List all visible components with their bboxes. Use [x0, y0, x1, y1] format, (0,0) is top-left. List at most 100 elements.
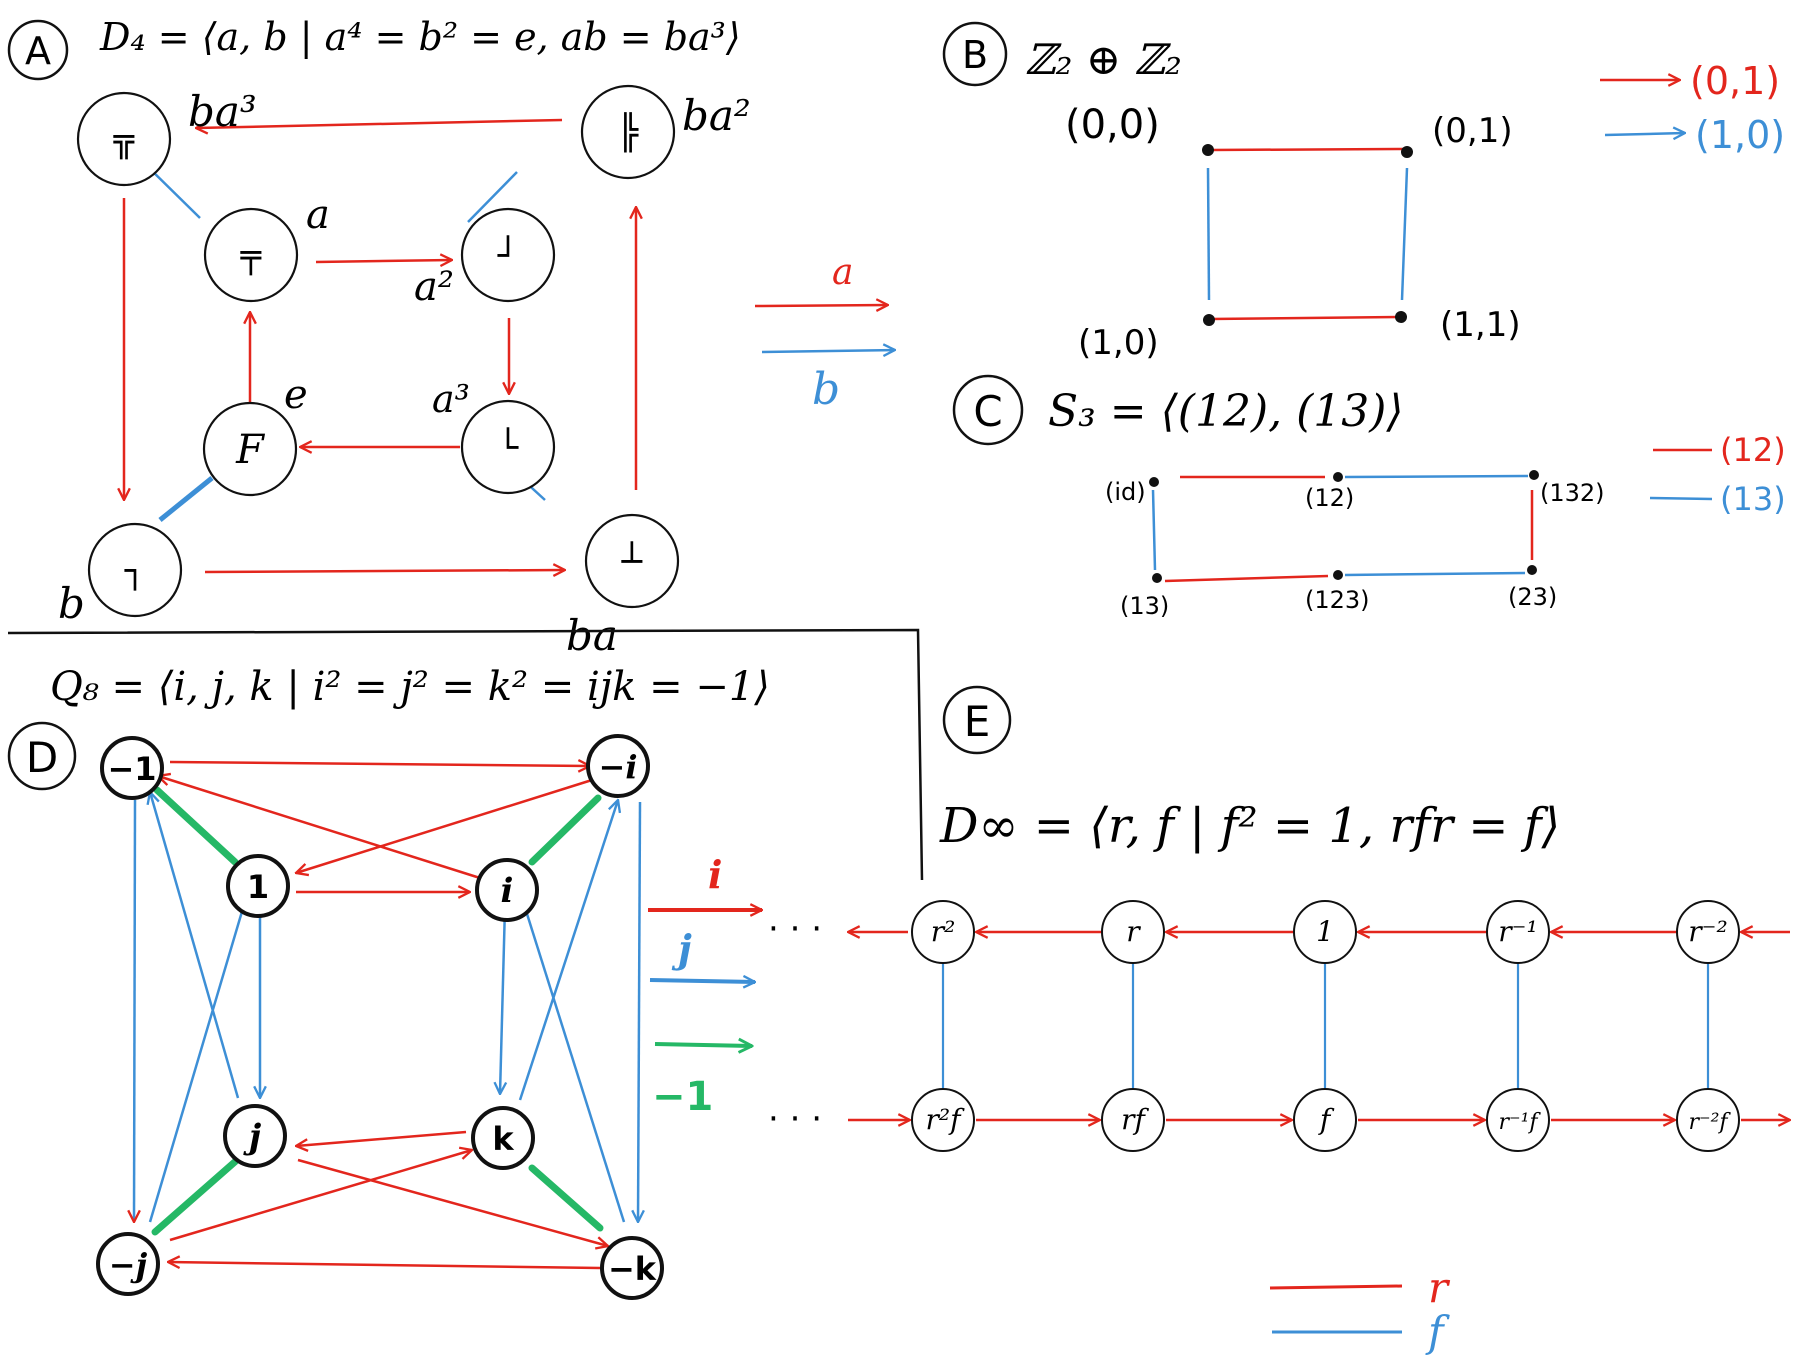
- edge-j-mj: [151, 1156, 241, 1236]
- dinf-node-label: r⁻¹f: [1498, 1110, 1541, 1135]
- node-i-label: i: [501, 871, 514, 911]
- dinf-node-label: rf: [1121, 1103, 1149, 1136]
- edge-123-23: [1344, 571, 1526, 577]
- label-123: (123): [1305, 586, 1370, 614]
- dinf-node-label: r²f: [926, 1103, 966, 1136]
- panel-d-minus1-edges: [151, 786, 604, 1236]
- dot-00: [1202, 144, 1214, 156]
- edge-b-ba: [204, 570, 565, 572]
- node-minus-k-label: −k: [608, 1250, 657, 1288]
- node-a: ╤: [203, 207, 299, 303]
- label-10: (1,0): [1078, 323, 1159, 363]
- label-01: (0,1): [1432, 111, 1513, 151]
- panel-e-title: D∞ = ⟨r, f | f² = 1, rfr = f⟩: [939, 798, 1560, 854]
- node-minus-j: −j: [96, 1232, 160, 1296]
- label-12: (12): [1305, 484, 1354, 512]
- edge-b-e: [158, 476, 214, 522]
- panel-c-legend-blue-line: [1649, 496, 1713, 501]
- panel-d-legend-green-label: −1: [652, 1074, 713, 1120]
- dinf-node-label: r⁻²: [1688, 915, 1727, 948]
- panel-c-label: C: [973, 387, 1002, 436]
- panel-e-legend-blue-label: f: [1425, 1307, 1450, 1356]
- panel-a-label: A: [25, 29, 51, 73]
- edge-00-01: [1209, 147, 1406, 152]
- dinf-node-label: r²: [931, 915, 956, 948]
- panel-a-badge: [7, 19, 69, 81]
- panel-d-badge: [7, 721, 77, 791]
- dinf-node-label: r⁻¹: [1498, 915, 1537, 948]
- dot-12: [1333, 472, 1343, 482]
- edge-ba2-ba3: [196, 118, 563, 128]
- panel-d-title: Q₈ = ⟨i, j, k | i² = j² = k² = ijk = −1⟩: [50, 664, 770, 710]
- panel-c-title: S₃ = ⟨(12), (13)⟩: [1048, 386, 1404, 437]
- node-e: F: [202, 401, 298, 497]
- edge-12-132: [1344, 474, 1529, 479]
- node-b: ┐: [87, 522, 183, 618]
- label-132: (132): [1540, 479, 1605, 507]
- node-k: k: [471, 1106, 535, 1170]
- node-ba: ┴: [584, 513, 680, 609]
- panel-c: C S₃ = ⟨(12), (13)⟩ (id) (12) (132) (13)…: [952, 374, 1786, 620]
- label-a: a: [306, 192, 330, 238]
- edge-id-13: [1151, 489, 1157, 571]
- edge-mj-k: [169, 1150, 472, 1242]
- dot-11: [1395, 311, 1407, 323]
- label-a2: a²: [414, 264, 454, 310]
- panel-a-presentation: D₄ = ⟨a, b | a⁴ = b² = e, ab = ba³⟩: [99, 15, 741, 59]
- edge-01-11: [1400, 167, 1409, 301]
- dot-132: [1529, 470, 1539, 480]
- dinf-node-label: 1: [1316, 915, 1334, 948]
- edge-00-10: [1206, 167, 1211, 301]
- edge-j-mk: [297, 1158, 608, 1246]
- dot-01: [1401, 146, 1413, 158]
- edge-mk-mj: [168, 1262, 601, 1270]
- panel-e: E D∞ = ⟨r, f | f² = 1, rfr = f⟩ · · · · …: [768, 685, 1790, 1356]
- panel-a-legend-red-label: a: [832, 252, 853, 293]
- dinf-node-label: r⁻²f: [1688, 1110, 1731, 1135]
- dinf-node-bottom-1: rf: [1101, 1088, 1165, 1152]
- panel-a-legend-blue-label: b: [812, 364, 840, 415]
- glyph-e: F: [235, 427, 265, 473]
- edge-mi-mk: [638, 801, 640, 1222]
- node-minus-1-label: −1: [107, 750, 156, 788]
- edge-m1-mi: [169, 762, 590, 766]
- dinf-node-bottom-2: f: [1293, 1088, 1357, 1152]
- panel-e-edges: [848, 932, 1790, 1120]
- panel-e-legend-red-line: [1269, 1284, 1403, 1290]
- edge-m1-1: [153, 786, 239, 866]
- label-23: (23): [1508, 583, 1557, 611]
- panel-b-legend-red-label: (0,1): [1690, 59, 1780, 103]
- panel-a: A D₄ = ⟨a, b | a⁴ = b² = e, ab = ba³⟩ ╦: [7, 15, 895, 660]
- node-k-label: k: [492, 1120, 514, 1158]
- edge-ba2-a2: [467, 171, 518, 223]
- label-ba3: ba³: [188, 87, 257, 136]
- panel-c-badge: [952, 374, 1024, 446]
- dot-13: [1152, 573, 1162, 583]
- panel-divider: [7, 628, 924, 881]
- panel-d-legend-red-label: i: [708, 852, 722, 897]
- glyph-a: ╤: [240, 236, 262, 276]
- panel-b-label: B: [962, 33, 988, 77]
- panel-d-legend-blue-arrow: [649, 980, 755, 982]
- dinf-node-top-4: r⁻²: [1676, 900, 1740, 964]
- dinf-node-bottom-4: r⁻²f: [1676, 1088, 1740, 1152]
- panel-a-a-edges: [124, 118, 636, 572]
- dinf-node-top-2: 1: [1293, 900, 1357, 964]
- node-a2: ┘: [460, 207, 556, 303]
- dinf-node-top-0: r²: [911, 900, 975, 964]
- node-one-label: 1: [247, 868, 269, 906]
- panel-d-legend-green-arrow: [654, 1044, 752, 1046]
- edge-m1-mj: [134, 799, 135, 1222]
- panel-b-title: ℤ₂ ⊕ ℤ₂: [1025, 35, 1182, 84]
- dinf-node-top-1: r: [1101, 900, 1165, 964]
- node-minus-i: −i: [586, 734, 650, 798]
- label-13: (13): [1120, 592, 1169, 620]
- panel-b-legend-blue-arrow: [1604, 133, 1685, 135]
- edge-mk-i: [522, 898, 626, 1223]
- panel-d-label: D: [26, 733, 58, 782]
- panel-b: B ℤ₂ ⊕ ℤ₂ (0,0) (0,1) (1,0) (1,1) (0,1) …: [942, 21, 1785, 363]
- panel-c-legend-blue-label: (13): [1720, 480, 1786, 518]
- dinf-node-bottom-0: r²f: [911, 1088, 975, 1152]
- node-a3: └: [460, 399, 556, 495]
